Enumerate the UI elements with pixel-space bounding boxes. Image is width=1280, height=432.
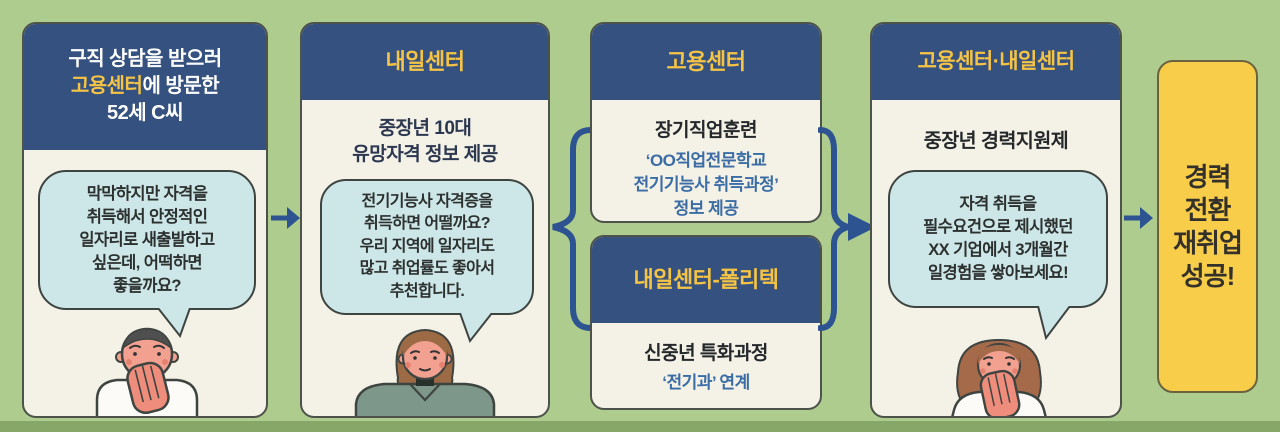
step1-header-highlight: 고용센터 bbox=[70, 74, 143, 97]
card-step4: 고용센터·내일센터 중장년 경력지원제 자격 취득을 필수요건으로 제시했던 X… bbox=[870, 22, 1122, 418]
step2-subtitle: 중장년 10대 유망자격 정보 제공 bbox=[352, 118, 498, 165]
step4-speech-text: 자격 취득을 필수요건으로 제시했던 XX 기업에서 3개월간 일경험을 쌓아보… bbox=[923, 195, 1073, 282]
step1-header-line1: 구직 상담을 받으러 bbox=[68, 47, 222, 70]
option-top-title: 장기직업훈련 bbox=[655, 120, 757, 141]
person-man-illustration bbox=[95, 327, 199, 416]
goal-box: 경력 전환 재취업 성공! bbox=[1157, 60, 1258, 393]
card-step4-header: 고용센터·내일센터 bbox=[872, 24, 1120, 100]
option-top-header: 고용센터 bbox=[592, 24, 820, 100]
arrow-right-icon bbox=[1124, 207, 1153, 229]
brace-left-icon bbox=[552, 127, 593, 331]
card-option-employment-center: 고용센터 장기직업훈련 ‘OO직업전문학교 전기기능사 취득과정’ 정보 제공 bbox=[590, 22, 822, 223]
card-option-naeil-polytech: 내일센터-폴리텍 신중년 특화과정 ‘전기과’ 연계 bbox=[590, 235, 822, 410]
goal-text: 경력 전환 재취업 성공! bbox=[1173, 161, 1243, 291]
step2-speech-bubble: 전기기능사 자격증을 취득하면 어떨까요? 우리 지역에 일자리도 많고 취업률… bbox=[320, 179, 534, 315]
card-step1: 구직 상담을 받으러 고용센터에 방문한 52세 C씨 막막하지만 자격을 취득… bbox=[22, 22, 268, 418]
step4-header-title: 고용센터·내일센터 bbox=[917, 49, 1075, 73]
option-bottom-header-title: 내일센터-폴리텍 bbox=[633, 266, 779, 292]
option-bottom-header: 내일센터-폴리텍 bbox=[592, 237, 820, 323]
step1-header-line2: 고용센터에 방문한 bbox=[70, 74, 220, 97]
option-top-detail: ‘OO직업전문학교 전기기능사 취득과정’ 정보 제공 bbox=[633, 151, 779, 218]
step4-speech-bubble: 자격 취득을 필수요건으로 제시했던 XX 기업에서 3개월간 일경험을 쌓아보… bbox=[888, 170, 1108, 308]
option-bottom-title: 신중년 특화과정 bbox=[644, 343, 768, 364]
brace-right-arrow-icon bbox=[818, 127, 876, 331]
card-step2-header: 내일센터 bbox=[302, 24, 548, 100]
arrow-right-icon bbox=[271, 207, 300, 229]
option-top-header-title: 고용센터 bbox=[666, 48, 746, 74]
option-bottom-detail: ‘전기과’ 연계 bbox=[662, 373, 750, 392]
step4-bubble-tail bbox=[1037, 306, 1071, 341]
person-woman-long-hair-illustration bbox=[951, 338, 1047, 416]
step1-bubble-tail bbox=[157, 308, 191, 339]
step2-bubble-tail bbox=[459, 313, 493, 344]
bottom-strip bbox=[0, 421, 1280, 432]
step1-speech-text: 막막하지만 자격을 취득해서 안정적인 일자리로 새출발하고 싶은데, 어떡하면… bbox=[79, 184, 215, 295]
card-step1-header: 구직 상담을 받으러 고용센터에 방문한 52세 C씨 bbox=[24, 24, 266, 150]
step2-speech-text: 전기기능사 자격증을 취득하면 어떨까요? 우리 지역에 일자리도 많고 취업률… bbox=[359, 192, 495, 300]
step1-speech-bubble: 막막하지만 자격을 취득해서 안정적인 일자리로 새출발하고 싶은데, 어떡하면… bbox=[38, 170, 256, 310]
card-step2: 내일센터 중장년 10대 유망자격 정보 제공 전기기능사 자격증을 취득하면 … bbox=[300, 22, 550, 418]
step2-header-title: 내일센터 bbox=[385, 48, 465, 74]
step4-subtitle: 중장년 경력지원제 bbox=[923, 130, 1069, 152]
step1-header-line3: 52세 C씨 bbox=[106, 101, 184, 124]
person-woman-short-hair-illustration bbox=[354, 328, 496, 416]
